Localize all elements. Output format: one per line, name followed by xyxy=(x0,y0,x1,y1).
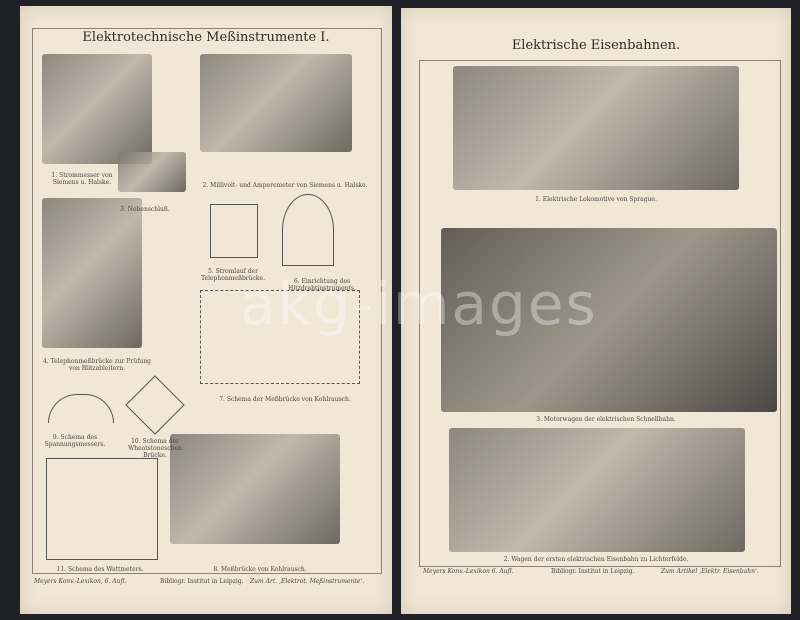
plate-title: Elektrotechnische Meßinstrumente I. xyxy=(82,30,330,45)
caption-1: 1. Elektrische Lokomotive von Sprague. xyxy=(535,196,657,203)
left-print-page: Elektrotechnische Meßinstrumente I. 1. S… xyxy=(20,6,392,614)
caption-10: 10. Schema der Wheatstoneschen Brücke. xyxy=(128,438,182,459)
caption-2: 2. Wagen der ersten elektrischen Eisenba… xyxy=(503,556,689,563)
caption-2: 2. Millivolt- und Amperemeter von Siemen… xyxy=(202,182,368,189)
caption-4: 4. Telephonmeßbrücke zur Prüfung von Bli… xyxy=(42,358,151,372)
footer-article: Zum Artikel ‚Elektr. Eisenbahn‘. xyxy=(661,568,759,575)
kohlrausch-bridge-illustration xyxy=(170,434,340,544)
sprague-locomotive-illustration xyxy=(453,66,739,190)
caption-5: 5. Stromlauf der Telephonmeßbrücke. xyxy=(200,268,265,282)
kohlrausch-schema-diagram xyxy=(200,290,360,384)
caption-3: 3. Nebenschluß. xyxy=(120,206,170,213)
millivoltmeter-illustration xyxy=(200,54,352,152)
motor-car-illustration xyxy=(441,228,777,412)
caption-6: 6. Einrichtung des Hitzdrahtinstruments. xyxy=(288,278,356,292)
telephone-bridge-diagram xyxy=(210,204,258,258)
caption-7: 7. Schema der Meßbrücke von Kohlrausch. xyxy=(219,396,351,403)
footer-publisher: Meyers Konv.-Lexikon 6. Aufl. xyxy=(423,568,514,575)
wattmeter-schema-diagram xyxy=(46,458,158,560)
shunt-illustration xyxy=(118,152,186,192)
footer-article: Zum Art. ‚Elektrot. Meßinstrumente‘. xyxy=(250,578,365,585)
telephone-bridge-illustration xyxy=(42,198,142,348)
ammeter-illustration xyxy=(42,54,152,164)
caption-9: 9. Schema des Spannungsmessers. xyxy=(44,434,106,448)
footer-institute: Bibliogr. Institut in Leipzig. xyxy=(551,568,635,575)
caption-3: 3. Motorwagen der elektrischen Schnellba… xyxy=(536,416,676,423)
plate-frame xyxy=(32,28,382,574)
hot-wire-diagram xyxy=(282,194,334,266)
footer-institute: Bibliogr. Institut in Leipzig. xyxy=(160,578,244,585)
caption-1: 1. Strommesser von Siemens u. Halske. xyxy=(51,172,113,186)
right-print-page: Elektrische Eisenbahnen. 1. Elektrische … xyxy=(401,8,791,614)
plate-frame xyxy=(419,60,781,567)
caption-11: 11. Schema des Wattmeters. xyxy=(56,566,144,573)
footer-publisher: Meyers Konv.-Lexikon, 6. Aufl. xyxy=(34,578,127,585)
plate-title: Elektrische Eisenbahnen. xyxy=(511,38,681,53)
caption-8: 8. Meßbrücke von Kohlrausch. xyxy=(213,566,307,573)
lichterfelde-car-illustration xyxy=(449,428,745,552)
watermark: akg-images xyxy=(240,270,598,338)
